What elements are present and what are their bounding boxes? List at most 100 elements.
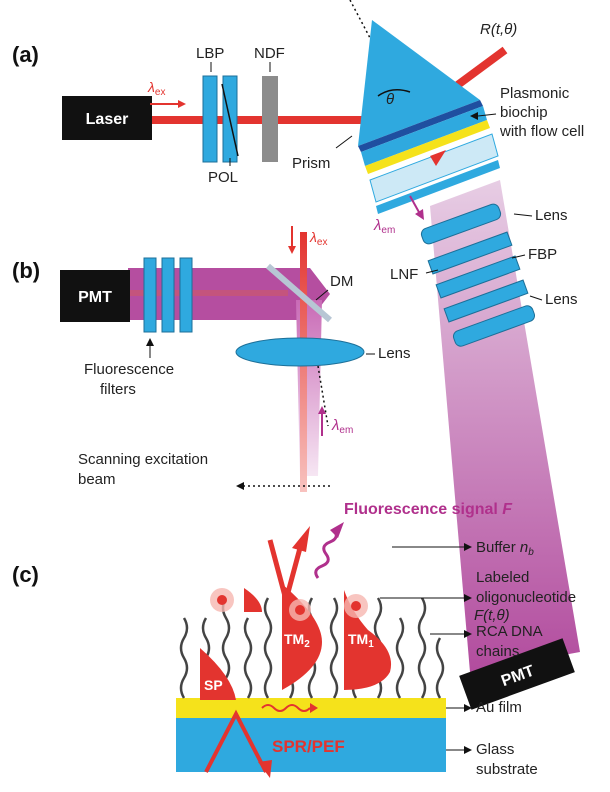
dm-label: DM xyxy=(330,273,353,290)
labeled-label-1: Labeled xyxy=(476,569,529,586)
fluor-filter-3 xyxy=(179,257,193,333)
spr-beam-head xyxy=(258,760,272,778)
biochip-label-2: biochip xyxy=(500,104,548,121)
tm2-label: TM2 xyxy=(284,631,310,650)
pol-line xyxy=(221,83,239,157)
sp-wave xyxy=(261,704,311,712)
dichroic-mirror xyxy=(266,263,332,323)
lambda-ex-arrowhead xyxy=(178,100,186,108)
incident-marker xyxy=(430,150,446,166)
dna-chain xyxy=(263,597,273,699)
pmt-a-box xyxy=(459,638,575,710)
lens-b-label: Lens xyxy=(378,345,411,362)
filters-label-1: Fluorescence xyxy=(84,361,174,378)
fluor-signal-label: Fluorescence signal F xyxy=(344,501,513,518)
laser-box xyxy=(62,96,152,140)
buffer-label: Buffer nb xyxy=(476,539,534,558)
biochip-label-1: Plasmonic xyxy=(500,85,570,102)
ndf-filter xyxy=(262,76,278,162)
filter-2 xyxy=(435,255,521,299)
fbp-label: FBP xyxy=(528,246,557,263)
lambda-em-arrowhead-a xyxy=(415,209,424,220)
filters-label-2: filters xyxy=(100,381,136,398)
lens-bottom-label: Lens xyxy=(545,291,578,308)
dna-chain xyxy=(417,597,427,699)
labeled-label-2: oligonucleotide xyxy=(476,589,576,606)
dm-pointer xyxy=(315,289,329,301)
lens-b xyxy=(235,337,365,367)
biochip-label-3: with flow cell xyxy=(499,123,584,140)
lambda-ex-b: λex xyxy=(309,229,327,248)
flow-cell-cover xyxy=(376,160,500,214)
fbp-pointer xyxy=(511,254,526,259)
lens-top-label: Lens xyxy=(535,207,568,224)
biochip-dark-layer xyxy=(358,100,483,152)
panel-a-label: (a) xyxy=(12,42,39,67)
glass-label-1: Glass xyxy=(476,741,514,758)
filter-1 xyxy=(427,231,513,275)
flow-cell xyxy=(369,133,499,203)
prism-label: Prism xyxy=(292,155,330,172)
au-label: Au film xyxy=(476,699,522,716)
filters-pointer-head xyxy=(146,338,154,346)
buffer-pointer-head xyxy=(464,543,472,551)
lens-top xyxy=(420,203,502,245)
labeled-pointer-head xyxy=(464,594,472,602)
biochip-pointer xyxy=(477,113,497,117)
fluorophore xyxy=(217,595,227,605)
dna-chain xyxy=(243,617,253,699)
reflect-label: R(t,θ) xyxy=(480,21,517,38)
fluorophore xyxy=(295,605,305,615)
ndf-label: NDF xyxy=(254,45,285,62)
theta-arc xyxy=(377,89,411,97)
theta-label: θ xyxy=(386,91,394,108)
panel-c-label: (c) xyxy=(12,562,39,587)
lnf-label: LNF xyxy=(390,266,418,283)
glass-label-2: substrate xyxy=(476,761,538,778)
scan-dotted xyxy=(317,365,329,427)
prism xyxy=(358,20,480,146)
small-mode xyxy=(244,588,262,612)
biochip-pointer-head xyxy=(470,112,478,120)
dna-chain xyxy=(179,617,189,699)
emission-wave xyxy=(314,529,338,579)
sp-wave-head xyxy=(310,703,318,713)
lbp-label: LBP xyxy=(196,45,224,62)
scan-label-2: beam xyxy=(78,471,116,488)
pmt-b-label: PMT xyxy=(78,289,112,306)
prism-pointer xyxy=(335,135,353,149)
upward-ray xyxy=(267,539,303,610)
emission-wave-head xyxy=(330,522,344,538)
biochip-glass xyxy=(361,106,487,166)
lnf-pointer xyxy=(425,269,439,274)
scan-direction-head xyxy=(236,482,244,490)
sp-label: SP xyxy=(204,677,223,693)
biochip-gold xyxy=(365,120,490,174)
fluor-label: F(t,θ) xyxy=(474,607,510,624)
dna-chain xyxy=(329,597,339,699)
dna-chain xyxy=(395,617,405,699)
laser-label: Laser xyxy=(86,111,129,128)
fluor-filter-1 xyxy=(143,257,157,333)
rca-label-1: RCA DNA xyxy=(476,623,543,640)
scan-label-1: Scanning excitation xyxy=(78,451,208,468)
lambda-em-a: λem xyxy=(373,217,395,236)
sp-mode xyxy=(200,648,236,700)
fluorophores xyxy=(210,588,368,621)
spr-beam xyxy=(204,709,268,773)
spr-label: SPR/PEF xyxy=(272,737,345,756)
pol-label: POL xyxy=(208,169,238,186)
lens-top-pointer xyxy=(513,213,533,217)
lambda-ex-a: λex xyxy=(147,79,165,98)
filter-3 xyxy=(443,279,529,323)
tm1-label: TM1 xyxy=(348,631,374,650)
emission-vertical-b xyxy=(296,300,322,476)
upward-ray-head xyxy=(292,526,310,552)
rca-pointer-head xyxy=(464,630,472,638)
lens-bottom xyxy=(452,305,536,347)
lens-stack xyxy=(420,203,536,347)
lambda-ex-b-head xyxy=(288,246,296,254)
normal-line xyxy=(349,0,409,111)
lambda-em-b-head xyxy=(318,406,326,414)
